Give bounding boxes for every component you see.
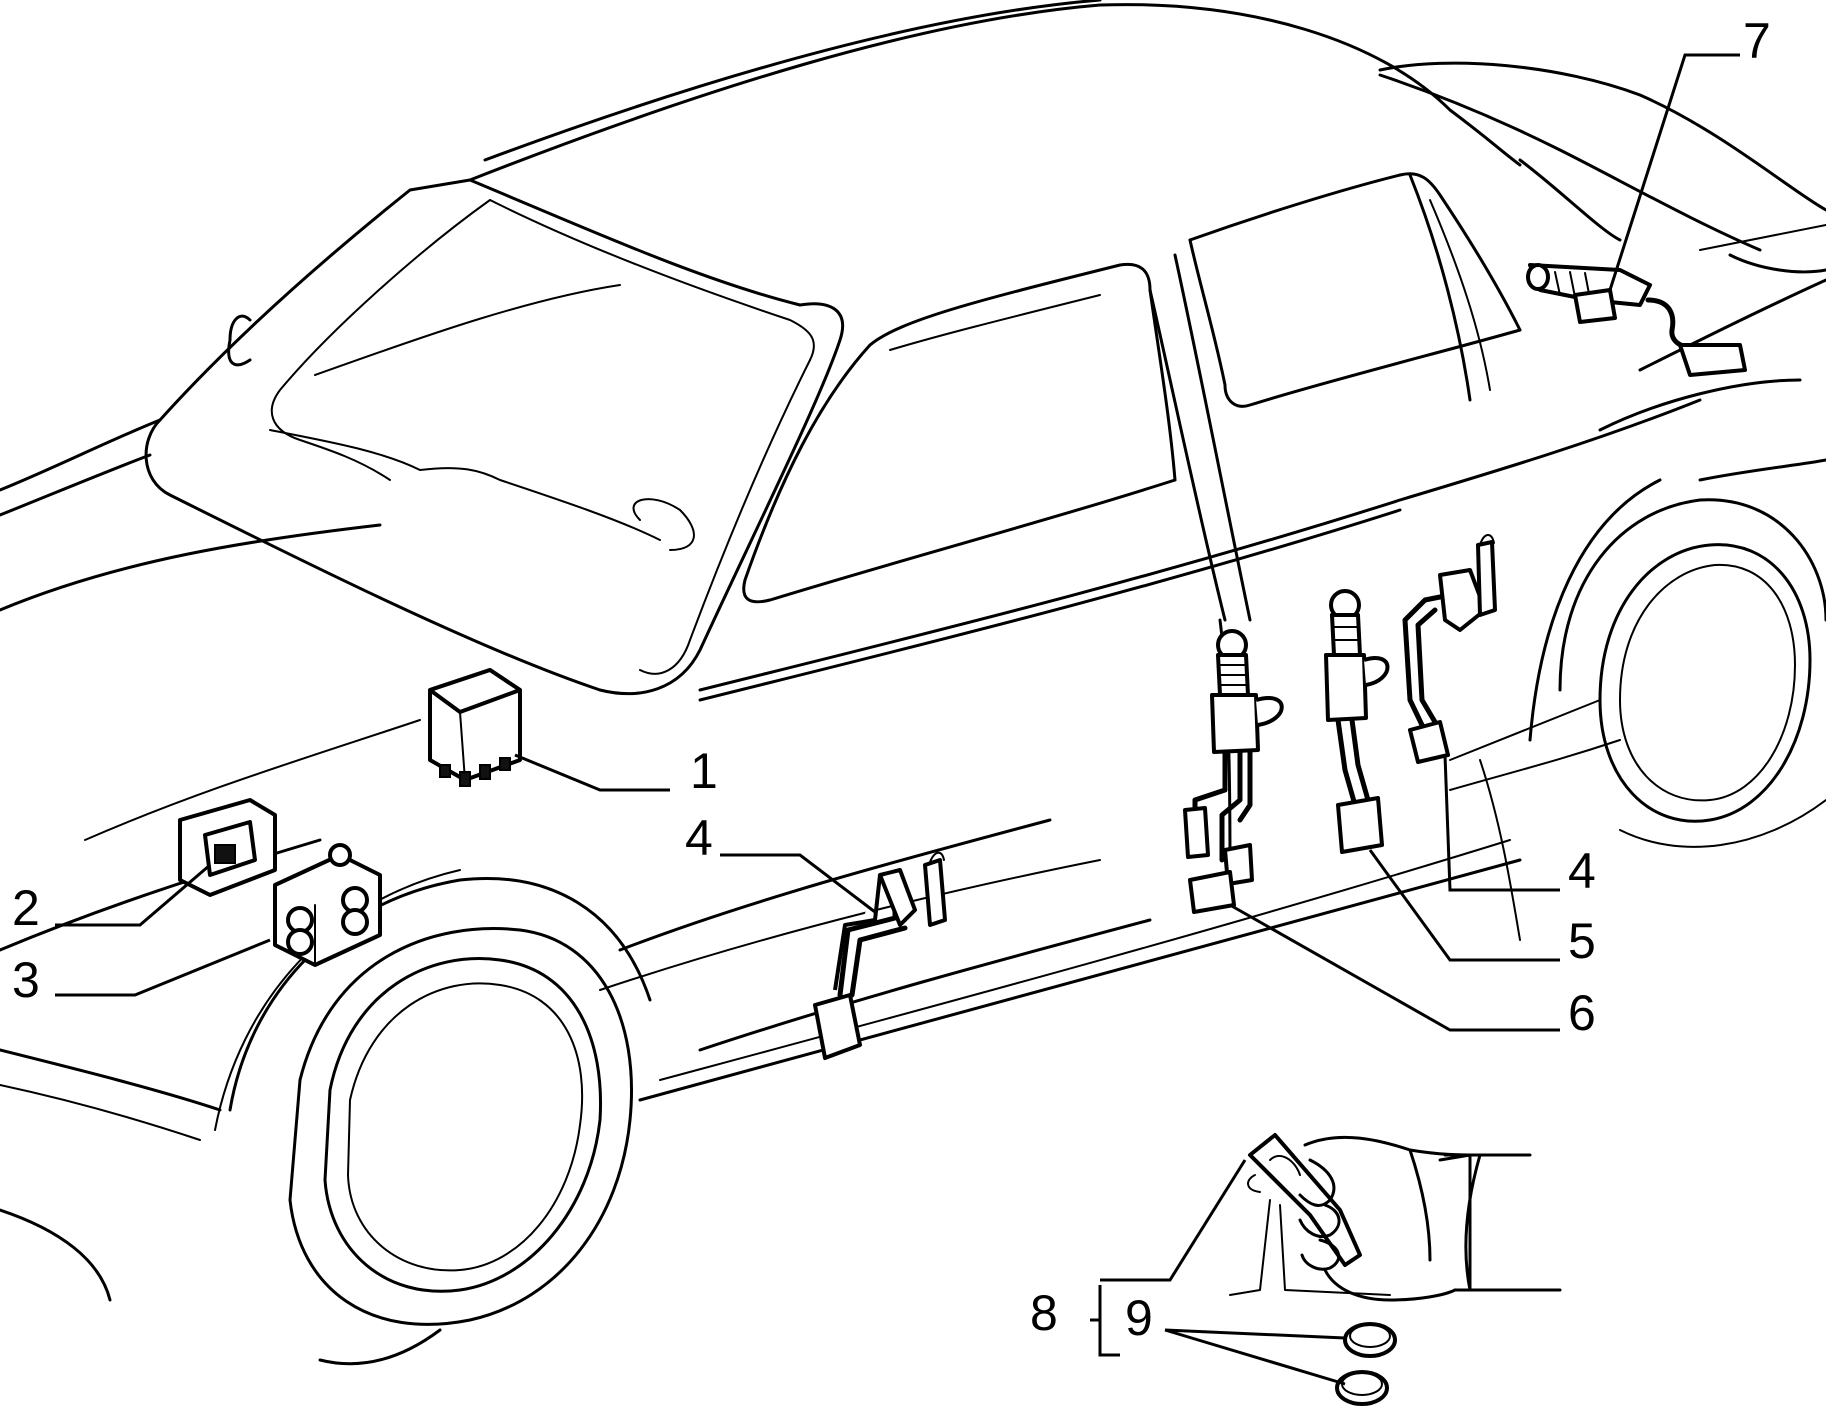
callout-3: 3 bbox=[12, 952, 40, 1008]
car-body-outline bbox=[0, 0, 1826, 1302]
callout-1: 1 bbox=[690, 743, 718, 799]
part-8-remote-control bbox=[1229, 1133, 1562, 1302]
part-7-rear-actuator bbox=[1526, 263, 1747, 377]
callout-6: 6 bbox=[1568, 985, 1596, 1041]
part-9-batteries bbox=[1335, 1322, 1397, 1406]
part-4-wiring-left bbox=[813, 851, 947, 1060]
callout-4-right: 4 bbox=[1568, 843, 1596, 899]
callout-9-top: 9 bbox=[1125, 1290, 1153, 1346]
callout-7: 7 bbox=[1743, 13, 1771, 69]
part-5-actuator bbox=[1324, 589, 1390, 854]
leader-lines bbox=[55, 53, 1740, 1386]
part-3-connector-block bbox=[273, 843, 382, 967]
callout-5: 5 bbox=[1568, 913, 1596, 969]
rear-wheel bbox=[1528, 478, 1826, 848]
callout-8: 8 bbox=[1030, 1285, 1058, 1341]
part-2-bracket bbox=[178, 798, 277, 897]
front-wheel bbox=[214, 869, 652, 1366]
part-1-relay bbox=[428, 668, 522, 787]
callout-4-left: 4 bbox=[685, 810, 713, 866]
part-4-wiring-right bbox=[1402, 534, 1497, 764]
part-6-actuator-harness bbox=[1183, 629, 1284, 914]
callout-labels: 1 2 3 4 4 5 6 7 8 9 bbox=[12, 13, 1771, 1346]
callout-2: 2 bbox=[12, 880, 40, 936]
